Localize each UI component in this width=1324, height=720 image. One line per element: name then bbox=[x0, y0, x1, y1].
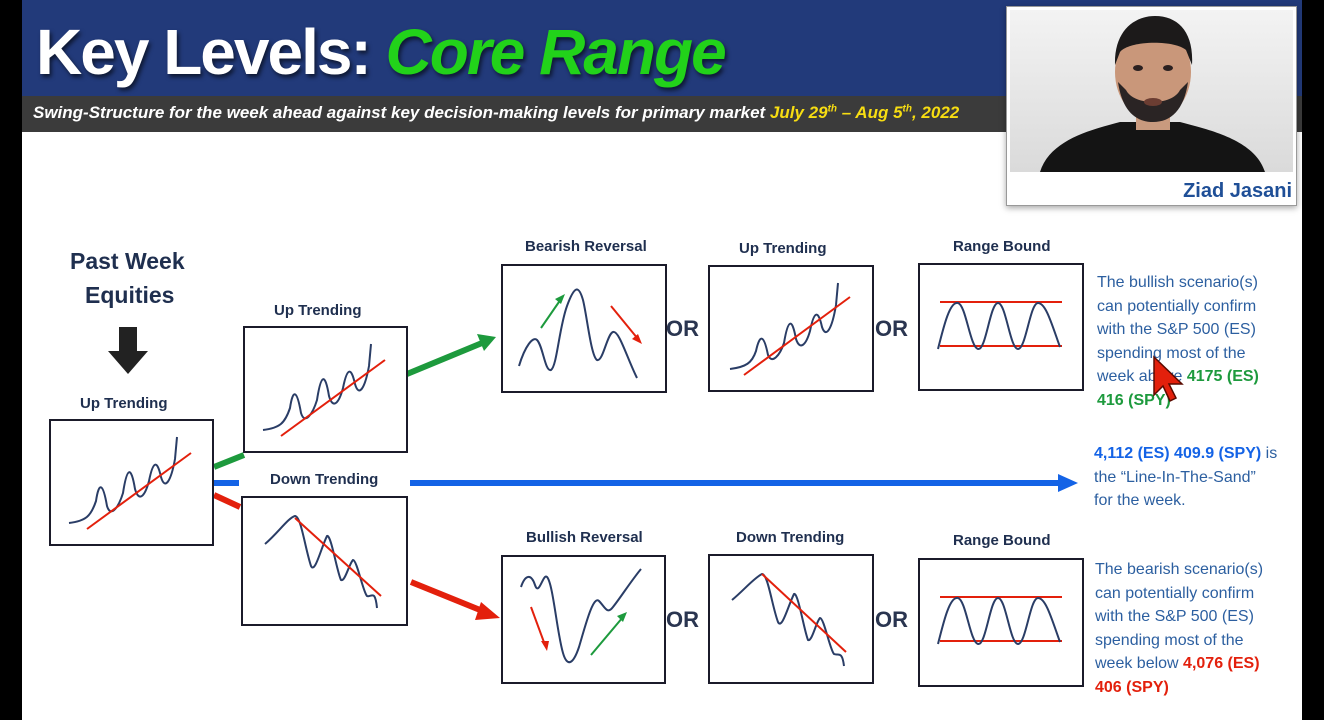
bull-box2-label: Up Trending bbox=[739, 240, 827, 257]
past-week-uptrend-chart bbox=[49, 419, 214, 546]
bull-box3-label: Range Bound bbox=[953, 238, 1051, 255]
subtitle-date: July 29th – Aug 5th, 2022 bbox=[769, 103, 960, 122]
subtitle: Swing-Structure for the week ahead again… bbox=[33, 103, 959, 123]
bull-box1-label: Bearish Reversal bbox=[525, 238, 647, 255]
bear-row-arrowhead bbox=[475, 602, 500, 620]
past-week-pattern-label: Up Trending bbox=[80, 395, 168, 412]
subtitle-text: Swing-Structure for the week ahead again… bbox=[33, 103, 770, 122]
bearish-reversal-chart bbox=[501, 264, 667, 393]
bear-row-arrow-line bbox=[409, 579, 487, 615]
branch-uptrend-chart bbox=[243, 326, 408, 453]
bearish-note: The bearish scenario(s) can potentially … bbox=[1095, 561, 1264, 696]
bull-branch-arrow-line bbox=[212, 452, 246, 470]
down-trending-chart bbox=[708, 554, 874, 684]
line-in-sand-note: 4,112 (ES) 409.9 (SPY) is the “Line-In-T… bbox=[1094, 445, 1278, 509]
past-week-label: Past Week bbox=[70, 248, 185, 274]
range-bound-chart-bottom bbox=[918, 558, 1084, 687]
bear-box1-label: Bullish Reversal bbox=[526, 529, 643, 546]
bear-or-1: OR bbox=[666, 607, 699, 632]
bull-or-2: OR bbox=[875, 316, 908, 341]
bullish-note: The bullish scenario(s) can potentially … bbox=[1097, 274, 1259, 409]
bear-or-2: OR bbox=[875, 607, 908, 632]
bullish-reversal-chart bbox=[501, 555, 666, 684]
bear-box3-label: Range Bound bbox=[953, 532, 1051, 549]
page-title: Key Levels: Core Range bbox=[36, 12, 727, 92]
down-arrow-icon bbox=[108, 327, 148, 374]
bear-branch-arrow-line bbox=[212, 492, 242, 510]
title-accent: Core Range bbox=[385, 16, 727, 88]
equities-label: Equities bbox=[85, 282, 175, 308]
branch-up-label: Up Trending bbox=[274, 302, 362, 319]
bull-row-arrow-line bbox=[405, 340, 484, 377]
mouse-pointer-icon bbox=[1153, 355, 1184, 403]
title-main: Key Levels: bbox=[36, 16, 386, 88]
sand-arrowhead bbox=[1058, 474, 1078, 492]
presenter-webcam: Ziad Jasani bbox=[1006, 6, 1297, 206]
range-bound-chart-top bbox=[918, 263, 1084, 391]
presenter-video bbox=[1010, 10, 1293, 172]
bear-box2-label: Down Trending bbox=[736, 529, 845, 546]
presenter-name: Ziad Jasani bbox=[1183, 180, 1292, 202]
up-trending-chart bbox=[708, 265, 874, 392]
branch-down-label: Down Trending bbox=[270, 471, 379, 488]
bull-row-arrowhead bbox=[477, 334, 496, 351]
branch-downtrend-chart bbox=[241, 496, 408, 626]
bull-or-1: OR bbox=[666, 316, 699, 341]
